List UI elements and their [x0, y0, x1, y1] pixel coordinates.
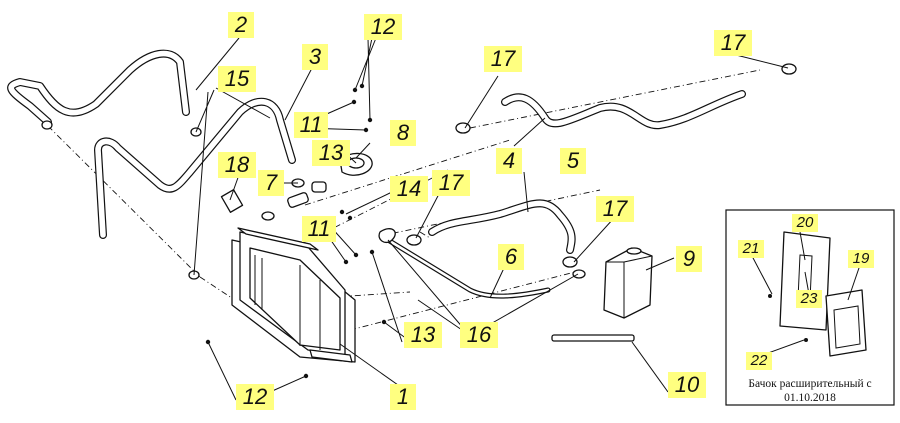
callout-4: 4	[496, 148, 522, 174]
pipe-6	[385, 237, 551, 299]
callout-11-upper: 11	[294, 112, 328, 138]
callout-17-d: 17	[596, 196, 634, 222]
hose-5	[428, 199, 576, 254]
hose-4	[501, 90, 746, 130]
strip-10	[551, 334, 635, 342]
callout-9: 9	[676, 246, 702, 272]
callout-18: 18	[218, 152, 256, 178]
callout-5: 5	[560, 148, 586, 174]
callout-11-lower: 11	[302, 216, 336, 242]
callout-8: 8	[390, 120, 416, 146]
inset-callout-19: 19	[848, 250, 874, 268]
callout-10: 10	[668, 372, 706, 398]
callout-3: 3	[302, 44, 328, 70]
callout-14: 14	[390, 176, 428, 202]
hose-3	[94, 97, 296, 239]
radiator-1	[231, 227, 356, 363]
inset-expansion-tank	[725, 209, 895, 406]
callout-13-upper: 13	[312, 140, 350, 166]
inset-callout-22: 22	[746, 352, 772, 370]
callout-13-lower: 13	[404, 322, 442, 348]
callout-15: 15	[218, 66, 256, 92]
hose-2	[7, 49, 190, 126]
callout-12-upper: 12	[364, 14, 402, 40]
callout-2: 2	[228, 12, 254, 38]
callout-1: 1	[390, 384, 416, 410]
callout-17-b: 17	[714, 30, 752, 56]
inset-caption: Бачок расширительный с 01.10.2018	[748, 378, 872, 404]
callout-7: 7	[258, 170, 284, 196]
callout-6: 6	[498, 244, 524, 270]
callout-12-lower: 12	[236, 384, 274, 410]
callout-16: 16	[460, 322, 498, 348]
clamps	[41, 63, 797, 280]
callout-17-c: 17	[432, 170, 470, 196]
inset-callout-20: 20	[792, 214, 818, 232]
inset-callout-23: 23	[796, 290, 822, 308]
inset-callout-21: 21	[738, 240, 764, 258]
expansion-tank-9	[603, 247, 653, 319]
callout-17-a: 17	[484, 46, 522, 72]
